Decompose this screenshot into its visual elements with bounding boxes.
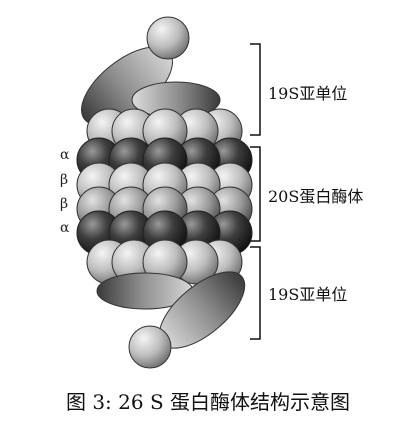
proteasome-diagram — [76, 16, 261, 369]
figure-caption: 图 3: 26 S 蛋白酶体结构示意图 — [65, 390, 351, 414]
ring-label-alpha-bottom: α — [60, 220, 70, 236]
label-bottom-19s-subunit: 19S亚单位 — [268, 285, 348, 304]
bracket-bottom-19s — [250, 246, 261, 340]
label-20s-proteasome: 20S蛋白酶体 — [268, 187, 364, 206]
ring-label-beta-bottom: β — [60, 196, 69, 212]
ring-bottom-19s-base — [86, 239, 243, 285]
bracket-top-19s — [250, 43, 261, 136]
top-cap-knob — [146, 16, 190, 60]
ring-label-alpha-top: α — [60, 147, 70, 163]
label-top-19s-subunit: 19S亚单位 — [268, 84, 348, 103]
bracket-20s — [250, 146, 261, 242]
ring-label-beta-top: β — [60, 172, 69, 188]
bottom-19s-cap — [96, 271, 246, 369]
bottom-cap-knob — [128, 325, 172, 369]
top-19s-cap — [81, 16, 221, 126]
